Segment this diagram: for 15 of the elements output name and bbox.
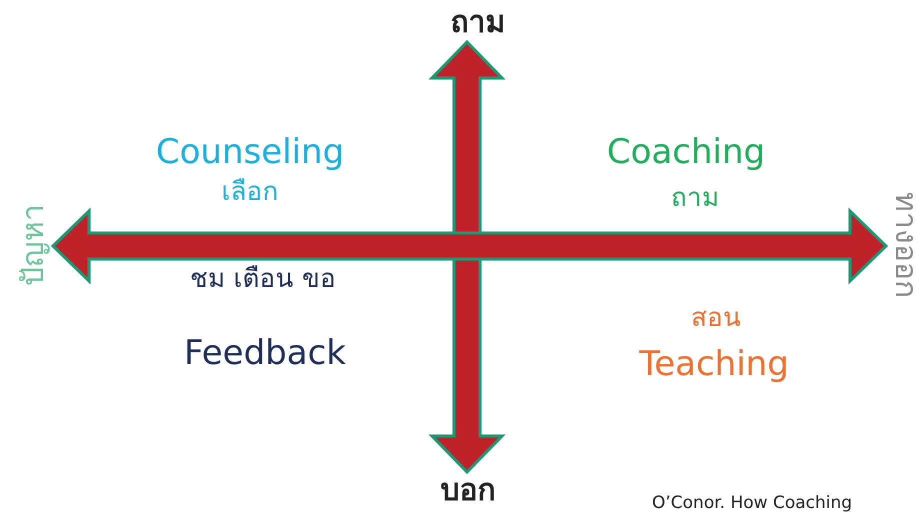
- axis-label: ถาม: [450, 8, 506, 38]
- double-arrow: [428, 40, 506, 474]
- quadrant-title: Coaching: [606, 134, 766, 172]
- quadrant-subtitle: ถาม: [671, 184, 719, 213]
- double-arrow: [50, 207, 888, 285]
- source-note: O’Conor. How Coaching: [652, 494, 852, 513]
- quadrant-subtitle: ชม เตือน ขอ: [190, 265, 336, 294]
- quadrant-subtitle: สอน: [691, 304, 741, 333]
- axis-label: ทางออก: [890, 192, 920, 298]
- quadrant-title: Counseling: [156, 134, 344, 172]
- quadrant-subtitle: เลือก: [222, 178, 278, 207]
- axis-label: ปัญหา: [19, 204, 49, 286]
- quadrant-title: Feedback: [184, 335, 346, 372]
- quadrant-title: Teaching: [639, 346, 789, 384]
- axis-label: บอก: [440, 476, 496, 506]
